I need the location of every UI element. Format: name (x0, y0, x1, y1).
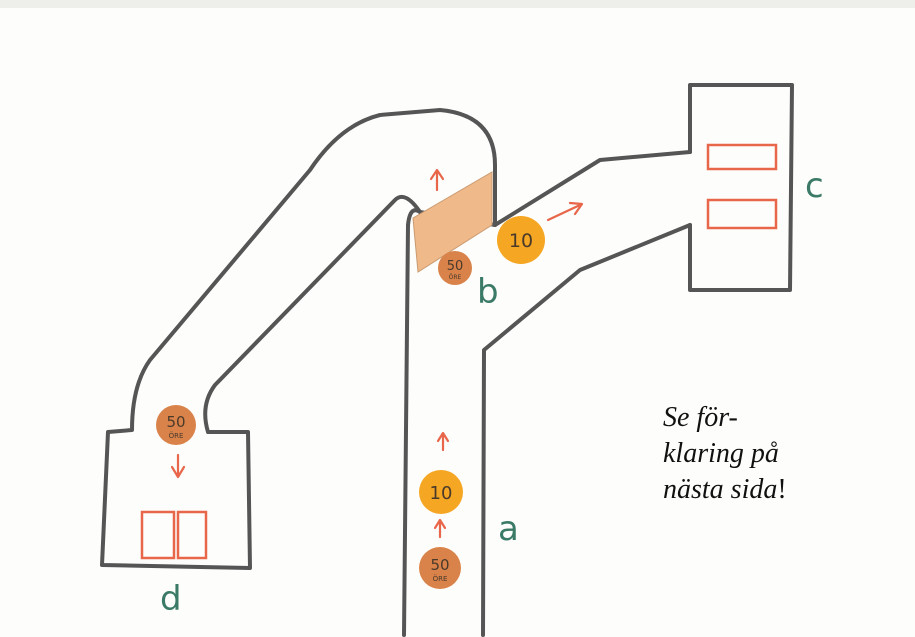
arrow-down-d (170, 453, 186, 479)
label-b: b (477, 272, 499, 312)
svg-text:50: 50 (447, 259, 464, 274)
box-d-slot-left (140, 510, 176, 560)
note-line-1: Se för- (663, 402, 738, 433)
label-c: c (805, 166, 824, 206)
sorting-gate (412, 171, 493, 273)
box-c-slot-bottom (706, 198, 778, 230)
svg-text:ÖRE: ÖRE (169, 431, 184, 440)
note-line-3: nästa sida! (663, 472, 863, 508)
arrow-up-a-lower (433, 518, 447, 539)
explanation-note: Se för- klaring på nästa sida! (663, 400, 863, 508)
svg-text:ÖRE: ÖRE (433, 574, 448, 583)
note-exclamation: ! (777, 474, 787, 505)
label-a: a (498, 509, 519, 549)
channel-a-left-wall (402, 208, 422, 637)
svg-text:50: 50 (430, 556, 449, 574)
svg-text:ÖRE: ÖRE (449, 274, 462, 281)
paper-edge (0, 0, 915, 8)
svg-text:10: 10 (509, 230, 533, 252)
box-c (688, 83, 794, 292)
box-c-slot-top (706, 143, 778, 171)
note-line-2: klaring på (663, 438, 779, 469)
label-d: d (160, 579, 182, 619)
channel-a-right-wall (481, 223, 692, 637)
arrow-to-c (546, 201, 584, 222)
coin-d: 50 ÖRE (156, 405, 196, 445)
channel-d-outer-wall (100, 108, 497, 570)
arrow-up-gate (429, 168, 445, 192)
svg-text:50: 50 (166, 413, 185, 431)
coin-a-upper: 10 (419, 470, 463, 514)
arrow-up-a-upper (436, 431, 450, 452)
box-d-slot-right (176, 510, 208, 560)
svg-text:10: 10 (430, 483, 453, 504)
note-line-3-text: nästa sida (663, 474, 778, 505)
coin-b-fifty: 50 ÖRE (438, 251, 472, 285)
coin-a-lower: 50 ÖRE (419, 547, 461, 589)
coin-b-ten: 10 (497, 216, 545, 264)
